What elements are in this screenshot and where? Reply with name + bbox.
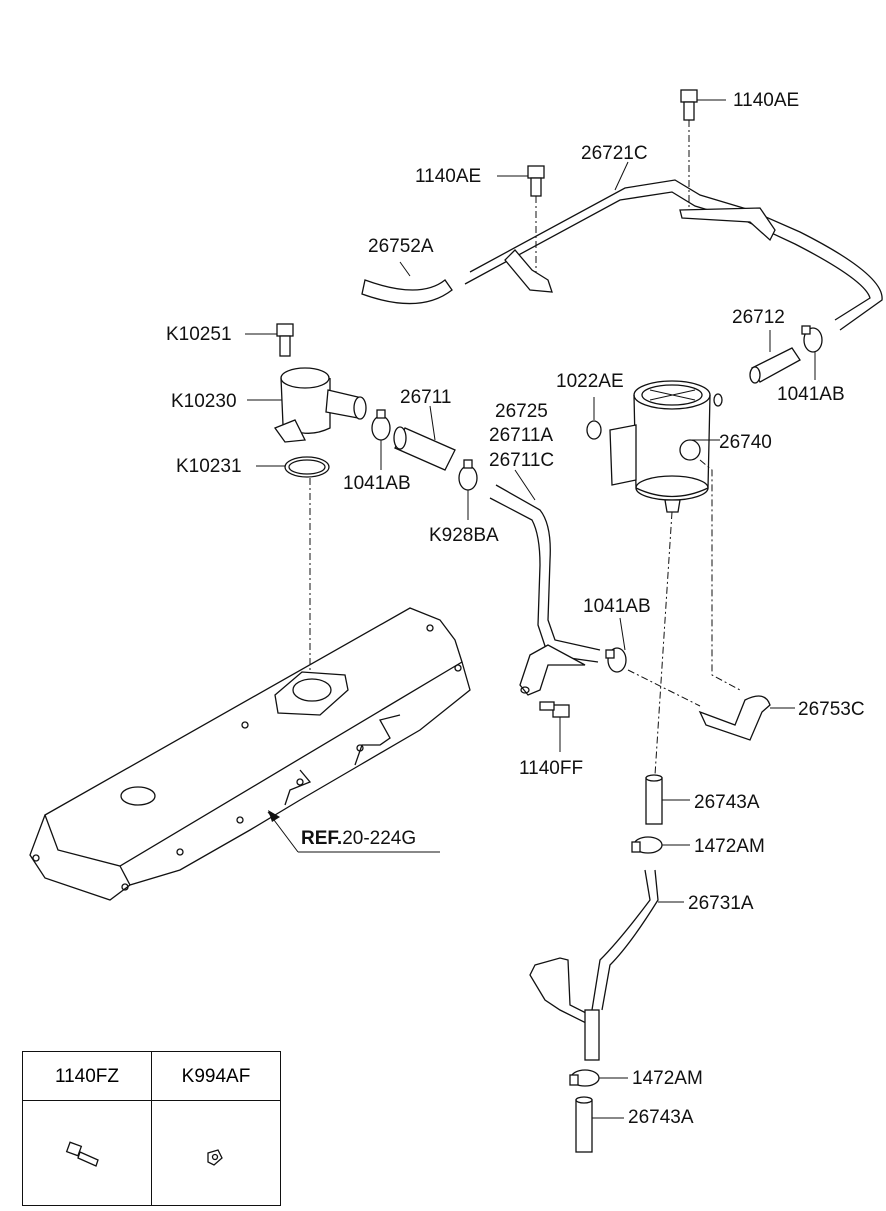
label-26753c: 26753C [798, 699, 865, 720]
ref-code: 20-224G [342, 828, 417, 849]
label-1041ab-left: 1041AB [343, 473, 411, 494]
label-1472am-upper: 1472AM [694, 836, 765, 857]
label-26740: 26740 [719, 432, 772, 453]
pipe-26721c [464, 161, 883, 331]
label-1472am-lower: 1472AM [632, 1068, 703, 1089]
bolt-1140ae-top [680, 89, 726, 212]
label-26721c: 26721C [581, 143, 648, 164]
gasket-k10231 [256, 456, 330, 678]
washer-1022ae [586, 397, 602, 440]
legend-divider-vertical [151, 1052, 152, 1205]
engine-cover [29, 607, 471, 901]
housing-k10230 [247, 367, 367, 443]
clamp-k928ba [458, 459, 478, 520]
bolt-k10251 [245, 323, 294, 357]
legend-header-k994af: K994AF [181, 1066, 251, 1087]
label-26731a: 26731A [688, 893, 754, 914]
ref-arrow [267, 810, 440, 853]
ref-label: REF.20-224G [301, 829, 416, 848]
label-k10230: K10230 [171, 391, 237, 412]
label-26743a-lower: 26743A [628, 1107, 694, 1128]
ref-prefix: REF. [301, 828, 343, 849]
legend-divider-horizontal [23, 1100, 280, 1101]
clamp-1041ab-left [371, 409, 391, 470]
pipe-26711c [489, 469, 601, 696]
hose-26712 [749, 330, 801, 384]
label-26743a-upper: 26743A [694, 792, 760, 813]
label-26725: 26725 [495, 401, 548, 422]
label-1022ae: 1022AE [556, 371, 624, 392]
label-26711c: 26711C [489, 450, 555, 471]
hose-26711 [393, 405, 456, 471]
label-1140ff: 1140FF [519, 758, 584, 779]
label-26752a: 26752A [368, 236, 434, 257]
clamp-1472am-upper [631, 836, 690, 854]
label-1140ae-top: 1140AE [733, 90, 800, 111]
label-26711: 26711 [400, 387, 452, 408]
hose-26743a-upper [645, 774, 690, 825]
clamp-1472am-lower [569, 1069, 628, 1087]
label-26711a: 26711A [489, 425, 554, 446]
bolt-1140fz-icon [65, 1141, 99, 1167]
hose-26752a [361, 261, 453, 305]
bolt-1140ae-mid [497, 165, 545, 286]
legend-table: 1140FZ K994AF [22, 1051, 281, 1206]
label-k10251: K10251 [166, 324, 232, 345]
label-1140ae-mid: 1140AE [415, 166, 482, 187]
clamp-1041ab-mid [605, 617, 701, 707]
label-1041ab-right: 1041AB [777, 384, 845, 405]
label-1041ab-mid: 1041AB [583, 596, 651, 617]
nut-k994af-icon [207, 1149, 223, 1166]
hose-26743a-lower [575, 1096, 624, 1153]
valve-26740 [609, 380, 741, 776]
label-k928ba: K928BA [429, 525, 499, 546]
label-26712: 26712 [732, 307, 785, 328]
hose-26753c [698, 695, 795, 741]
legend-header-1140fz: 1140FZ [54, 1066, 120, 1087]
clamp-1041ab-right [801, 325, 823, 380]
bolt-1140ff [539, 701, 570, 752]
pipe-26731a [529, 869, 684, 1061]
label-k10231: K10231 [176, 456, 242, 477]
